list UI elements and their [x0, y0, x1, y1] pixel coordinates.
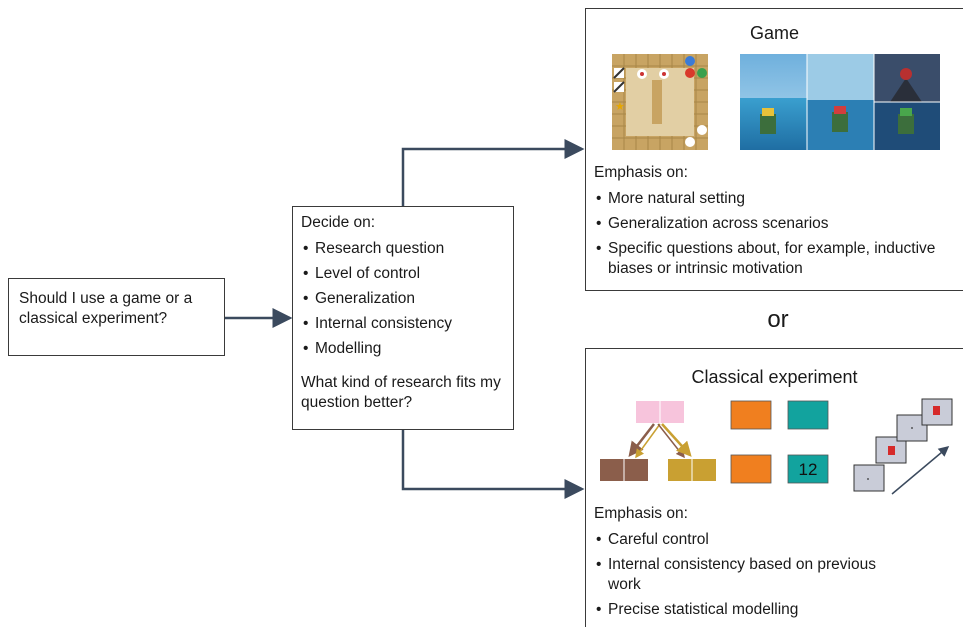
classical-stimuli-images: 12	[600, 398, 953, 495]
game-emphasis: Emphasis on: More natural setting Genera…	[594, 163, 935, 284]
classical-emphasis-item: Careful control	[594, 530, 894, 550]
3d-game-images	[740, 54, 940, 150]
game-emphasis-heading: Emphasis on:	[594, 164, 688, 181]
decide-item: Level of control	[301, 264, 505, 284]
decide-item: Research question	[301, 239, 505, 259]
arrow-to-game	[401, 139, 585, 206]
decide-item: Internal consistency	[301, 314, 505, 334]
decide-question: What kind of research fits my question b…	[301, 374, 501, 411]
svg-text:★: ★	[615, 100, 625, 113]
question-text: Should I use a game or a classical exper…	[19, 290, 193, 327]
game-title: Game	[749, 23, 800, 43]
decide-list: Research question Level of control Gener…	[301, 239, 505, 359]
classical-emphasis: Emphasis on: Careful control Internal co…	[594, 504, 894, 625]
classical-emphasis-item: Internal consistency based on previous w…	[594, 555, 898, 595]
or-label: or	[767, 306, 789, 333]
classical-title: Classical experiment	[691, 367, 858, 387]
stimulus-number: 12	[799, 460, 818, 479]
decide-item: Generalization	[301, 289, 505, 309]
game-emphasis-item: More natural setting	[594, 189, 934, 209]
game-panel: Game ★	[585, 8, 963, 291]
question-box: Should I use a game or a classical exper…	[8, 278, 225, 356]
game-emphasis-item: Generalization across scenarios	[594, 214, 934, 234]
classical-panel: Classical experiment 12	[585, 348, 963, 627]
decide-heading: Decide on:	[301, 214, 376, 231]
decide-item: Modelling	[301, 339, 505, 359]
game-emphasis-list: More natural setting Generalization acro…	[594, 189, 935, 279]
game-emphasis-item: Specific questions about, for example, i…	[594, 239, 938, 279]
classical-emphasis-heading: Emphasis on:	[594, 505, 688, 522]
decide-box: Decide on: Research question Level of co…	[292, 206, 514, 430]
arrow-to-classical	[401, 430, 585, 499]
classical-emphasis-item: Precise statistical modelling	[594, 600, 894, 620]
grid-game-image: ★	[612, 54, 708, 150]
classical-emphasis-list: Careful control Internal consistency bas…	[594, 530, 894, 620]
